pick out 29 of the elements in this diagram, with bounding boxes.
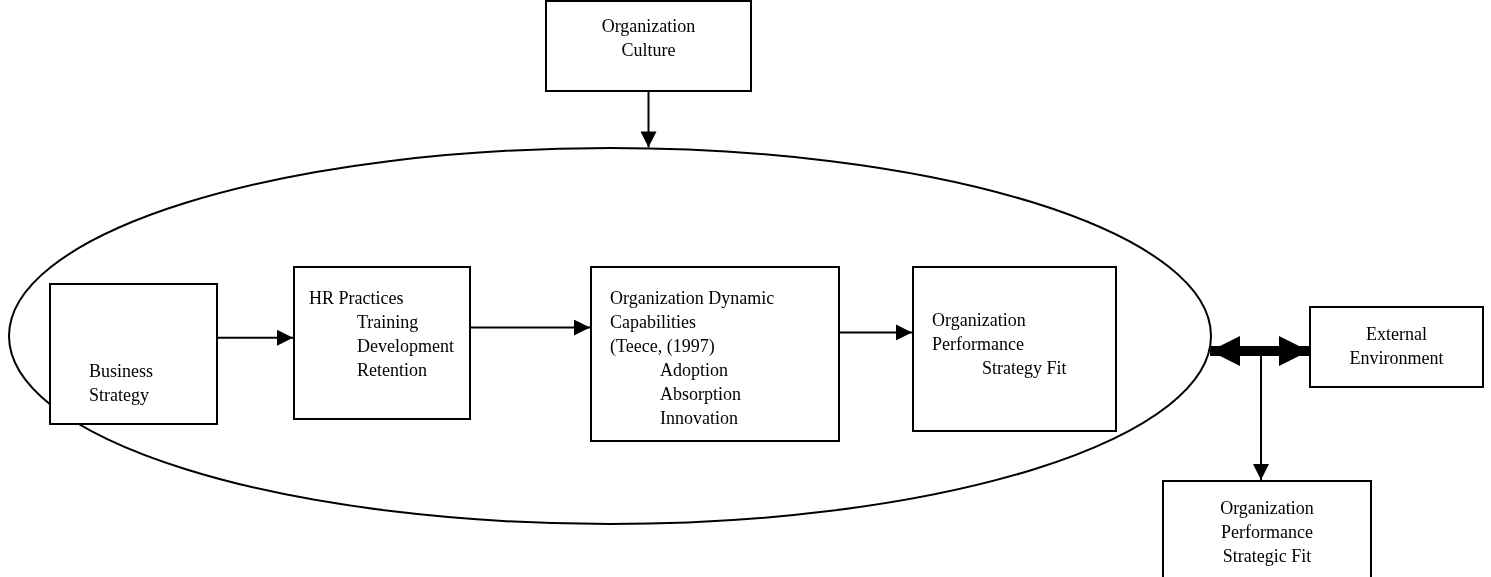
list-item: Retention xyxy=(357,359,427,382)
box-text: Organization Performance xyxy=(932,309,1027,356)
process-box xyxy=(1162,480,1372,577)
box-text: Organization Culture xyxy=(600,15,697,62)
ellipse-boundary xyxy=(8,147,1212,525)
list-item: Absorption xyxy=(660,383,741,406)
list-item: (Teece, (1997) xyxy=(610,335,715,358)
arrow xyxy=(640,91,657,149)
process-box xyxy=(590,266,840,442)
process-box xyxy=(1309,306,1484,388)
process-box xyxy=(293,266,471,420)
list-item: Strategy Fit xyxy=(982,357,1067,380)
list-item: Strategic Fit xyxy=(1222,545,1312,568)
arrow xyxy=(217,329,294,346)
process-box xyxy=(912,266,1117,432)
list-item: Training xyxy=(357,311,419,334)
list-item: Innovation xyxy=(660,407,738,430)
box-text: HR Practices xyxy=(309,287,404,310)
arrow xyxy=(839,324,913,341)
process-box xyxy=(49,283,218,425)
list-item: Adoption xyxy=(660,359,728,382)
box-text: Organization Performance xyxy=(1219,497,1315,544)
double-arrow xyxy=(1210,336,1309,366)
process-box xyxy=(545,0,752,92)
box-text: Organization Dynamic Capabilities xyxy=(610,287,776,334)
box-text: External Environment xyxy=(1348,323,1445,370)
arrow xyxy=(470,319,591,336)
box-text: Business Strategy xyxy=(89,360,154,407)
list-item: Development xyxy=(357,335,454,358)
